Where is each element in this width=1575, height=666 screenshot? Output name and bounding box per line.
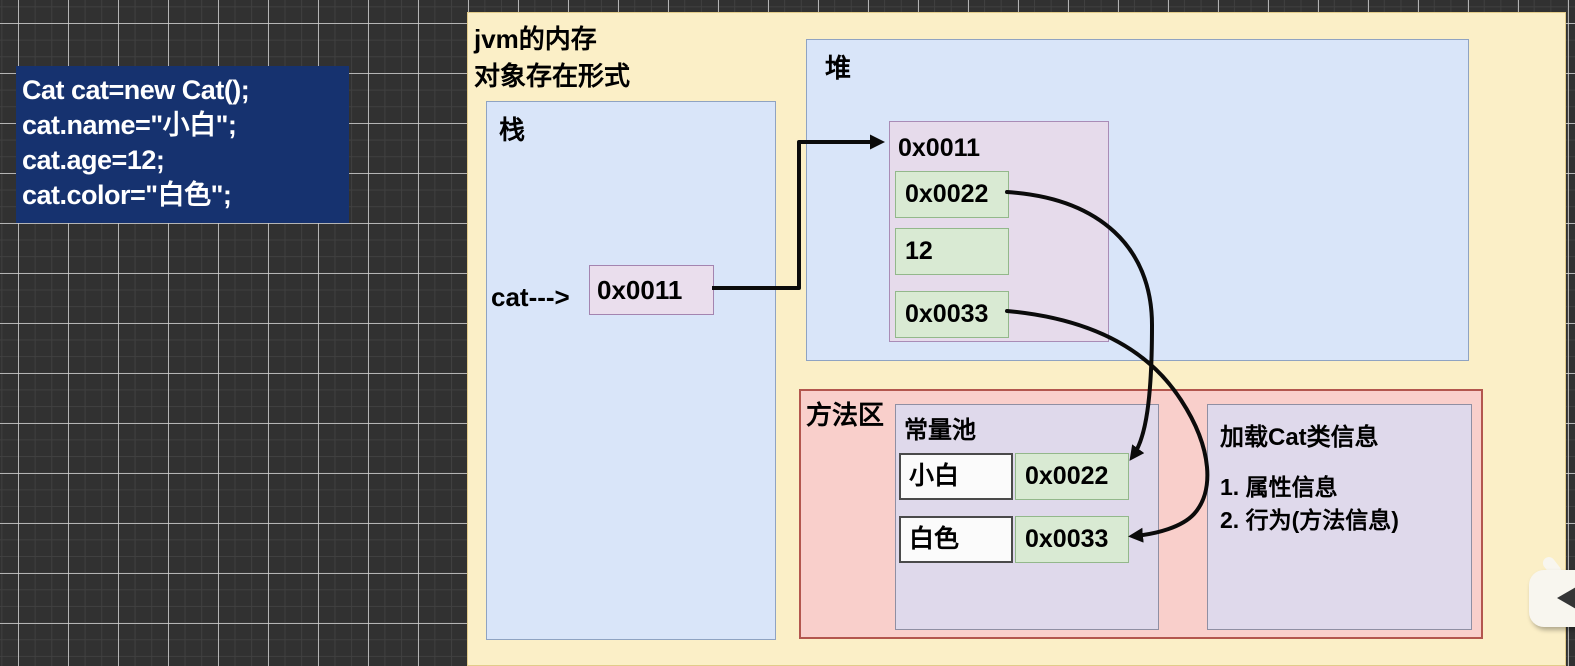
title-line-2: 对象存在形式 — [474, 61, 631, 91]
heap-object-box: 0x0011 0x0022 12 0x0033 — [889, 121, 1109, 342]
object-address: 0x0011 — [898, 134, 981, 162]
object-field-color: 0x0033 — [895, 291, 1009, 338]
page-title: jvm的内存 对象存在形式 — [474, 21, 630, 95]
method-area-region: 方法区 常量池 小白 0x0022 白色 0x0033 加载Cat类信息 1. … — [799, 389, 1483, 639]
object-field-name: 0x0022 — [895, 171, 1009, 218]
constant-pool-row: 小白 0x0022 — [896, 453, 1158, 500]
constant-pool-label: 常量池 — [904, 417, 976, 444]
stack-label: 栈 — [499, 115, 526, 145]
constant-pool-row: 白色 0x0033 — [896, 516, 1158, 563]
stack-ref-box: 0x0011 — [589, 265, 714, 315]
code-line: Cat cat=new Cat(); — [22, 75, 250, 105]
code-line: cat.name="小白"; — [22, 110, 237, 140]
heap-label: 堆 — [825, 53, 852, 83]
class-info-items: 1. 属性信息 2. 行为(方法信息) — [1220, 471, 1399, 537]
diagram-panel: jvm的内存 对象存在形式 栈 cat---> 0x0011 堆 0x0011 … — [467, 12, 1566, 666]
object-field-age: 12 — [895, 228, 1009, 275]
code-line: cat.age=12; — [22, 145, 165, 175]
stack-region: 栈 cat---> 0x0011 — [486, 101, 776, 640]
constant-pool-box: 常量池 小白 0x0022 白色 0x0033 — [895, 404, 1159, 630]
constant-address-box: 0x0022 — [1015, 453, 1129, 500]
method-area-label: 方法区 — [806, 400, 885, 430]
class-info-title: 加载Cat类信息 — [1220, 424, 1379, 451]
class-info-item: 1. 属性信息 — [1220, 474, 1338, 500]
tv-play-icon[interactable] — [1529, 554, 1575, 630]
class-info-item: 2. 行为(方法信息) — [1220, 507, 1399, 533]
cat-pointer-label: cat---> — [491, 282, 570, 312]
heap-region: 堆 0x0011 0x0022 12 0x0033 — [806, 39, 1469, 361]
class-info-box: 加载Cat类信息 1. 属性信息 2. 行为(方法信息) — [1207, 404, 1472, 630]
code-line: cat.color="白色"; — [22, 180, 232, 210]
constant-value-box: 小白 — [899, 453, 1013, 500]
constant-address-box: 0x0033 — [1015, 516, 1129, 563]
title-line-1: jvm的内存 — [474, 24, 597, 54]
constant-value-box: 白色 — [899, 516, 1013, 563]
code-snippet-box: Cat cat=new Cat(); cat.name="小白"; cat.ag… — [16, 66, 349, 223]
